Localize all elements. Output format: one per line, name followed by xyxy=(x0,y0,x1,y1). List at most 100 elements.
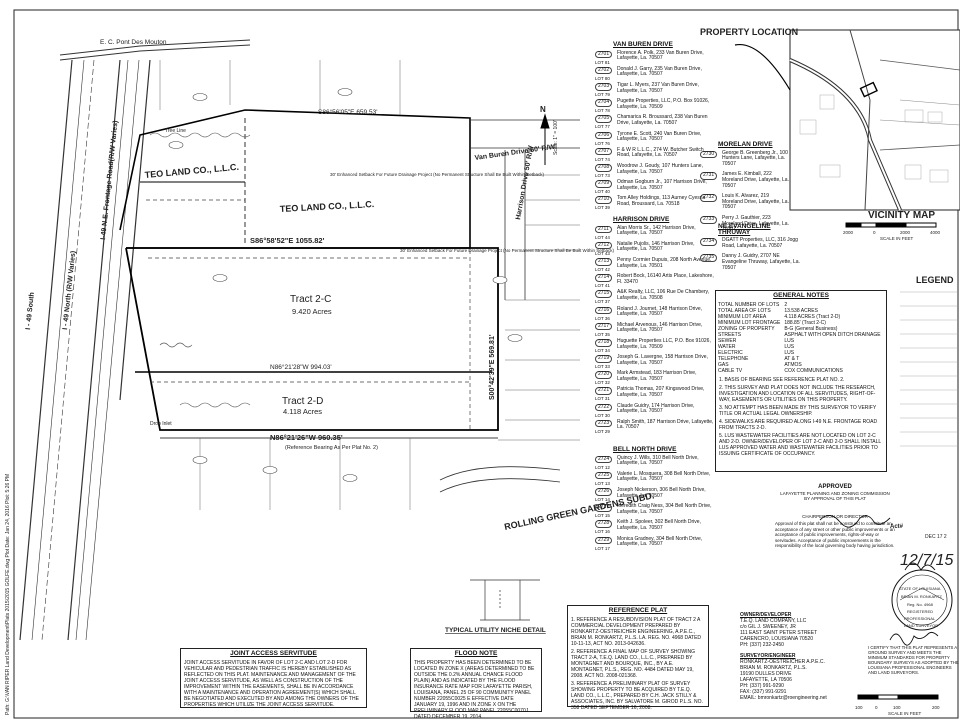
parcel-number-bubble: 2735 xyxy=(700,254,718,262)
teo-land-label-1: TEO LAND CO., L.L.C. xyxy=(144,162,239,180)
parcel-number-bubble: 2710 xyxy=(595,196,613,204)
parcel-number-bubble: 2714 xyxy=(595,274,613,282)
general-notes-key: SEWER xyxy=(718,338,737,344)
owner-info: Chamarica R. Broussard, 238 Van Buren Dr… xyxy=(617,114,708,126)
lot-number: LOT 37 xyxy=(595,299,610,305)
lot-number: LOT 32 xyxy=(595,380,610,386)
i49-south-label: I - 49 South xyxy=(25,292,36,330)
general-notes-key: STREETS xyxy=(718,332,742,338)
general-notes-key: ZONING OF PROPERTY xyxy=(718,326,775,332)
setback-note-1: 30' Enhanced Setback For Future Drainage… xyxy=(400,248,614,253)
handwritten-signatures xyxy=(819,515,939,646)
typical-niche-title: TYPICAL UTILITY NICHE DETAIL xyxy=(445,627,546,634)
owner-info: Danny J. Guidry, 2707 NE Evangeline Thru… xyxy=(722,253,800,271)
lot-number: LOT 29 xyxy=(595,428,610,434)
general-notes-value: B-G (General Business) xyxy=(784,326,838,332)
harrison-title: HARRISON DRIVE xyxy=(613,216,670,223)
parcel-number-bubble: 2709 xyxy=(595,180,613,188)
moreland-title: MORELAN DRIVE xyxy=(718,141,773,148)
reference-plat-item: 3. REFERENCE A PRELIMINARY PLAT OF SURVE… xyxy=(571,681,703,711)
lot-number: LOT 14 xyxy=(595,496,610,502)
owner-line: c/o GIL J. SWEENEY, JR xyxy=(740,624,796,630)
general-notes-key: WATER xyxy=(718,344,736,350)
teo-land-label-2: TEO LAND CO., L.L.C. xyxy=(280,199,375,214)
tract-2c-name: Tract 2-C xyxy=(290,294,331,305)
lot-number: LOT 35 xyxy=(595,331,610,337)
north-label: N xyxy=(540,105,546,114)
general-notes-row: WATER LUS xyxy=(716,344,883,350)
general-note-item: 5. LUS WASTEWATER FACILITIES ARE NOT LOC… xyxy=(719,433,881,457)
tract-2d-area: 4.118 Acres xyxy=(283,407,322,416)
sheet-border xyxy=(13,9,959,719)
general-notes-value: AT & T xyxy=(784,356,800,362)
general-notes-key: GAS xyxy=(718,362,729,368)
owner-info: Meredith Craig Ness, 304 Bell North Driv… xyxy=(617,503,712,515)
owner-info: Michael Arvenous, 146 Harrison Drive, La… xyxy=(617,321,703,334)
seal-surveyor: LAND SURVEYOR xyxy=(904,623,938,628)
owner-title: OWNER/DEVELOPER xyxy=(740,612,792,618)
parcel-number-bubble: 2722 xyxy=(595,403,613,412)
side-streets xyxy=(439,119,580,493)
van-buren-title: VAN BUREN DRIVE xyxy=(613,41,673,48)
lot-number: LOT 79 xyxy=(595,91,610,97)
approval-signer-title: CHAIRPERSON OR DIRECTOR xyxy=(802,513,868,519)
owner-info: Valerie L. Mosquera, 308 Bell North Driv… xyxy=(617,470,711,483)
owner-info: Tigar L. Myers, 237 Van Buren Drive, Laf… xyxy=(617,81,699,94)
owner-info: Robert Bock, 16140 Artis Place, Lakeshor… xyxy=(617,273,714,285)
general-notes-value: LUS xyxy=(784,338,795,344)
setback-lines xyxy=(146,199,471,430)
surveyor-line: PH: (337) 991-9290 xyxy=(740,683,784,689)
surveyor-title: SURVEYOR/ENGINEER xyxy=(740,653,796,659)
bottom-scale-tick-2: 100 xyxy=(893,705,901,710)
owner-info: James E. Kimball, 222 Moreland Drive, La… xyxy=(722,171,789,189)
owner-entry: 2735 Danny J. Guidry, 2707 NE Evangeline … xyxy=(700,254,800,271)
owner-line: CARENCRO, LOUISIANA 70520 xyxy=(740,636,814,642)
approval-line2: BY APPROVAL OF THIS PLAT xyxy=(804,496,866,501)
lot-number: LOT 77 xyxy=(595,124,610,130)
adjacent-lot-lines xyxy=(159,60,580,510)
general-notes-key: TELEPHONE xyxy=(718,356,749,362)
owner-line: 111 EAST SAINT PETER STREET xyxy=(740,630,818,636)
reference-plat-box: REFERENCE PLAT 1. REFERENCE A RESUBDIVIS… xyxy=(567,605,709,711)
seal-state: STATE OF LOUISIANA xyxy=(899,586,941,591)
frontage-road-label: I-49 N.E. Frontage Road(R/W Varies) xyxy=(100,120,119,240)
surveyor-line: EMAIL: bmronkartz@roengineering.net xyxy=(740,695,827,701)
reference-bearing-note: (Reference Bearing As Per Plat No. 2) xyxy=(285,445,378,451)
owner-info: DGATT Properties, LLC, 316 Jogg Road, La… xyxy=(722,237,798,249)
owner-info: Keith J. Spoleer, 302 Bell North Drive, … xyxy=(617,519,701,531)
flood-note-box: FLOOD NOTE THIS PROPERTY HAS BEEN DETERM… xyxy=(410,648,542,720)
general-notes-value: 13.538 ACRES xyxy=(784,308,818,314)
map-scale-tick-2: 2000 xyxy=(900,230,911,235)
parcel-number-bubble: 2707 xyxy=(595,147,613,156)
pont-des-mouton-road xyxy=(59,39,251,61)
lot-number: LOT 44 xyxy=(595,234,610,240)
tract-2d-name: Tract 2-D xyxy=(282,396,323,407)
bearing-right: S00°42'39"E 569.81' xyxy=(488,334,496,400)
seal-name: BRIAN M. RONKARTZ xyxy=(901,594,942,599)
general-note-item: 2. THIS SURVEY AND PLAT DOES NOT INCLUDE… xyxy=(719,385,876,403)
parcel-number-bubble: 2728 xyxy=(595,520,613,528)
lot-number: LOT 41 xyxy=(595,283,610,289)
parcel-number-bubble: 2731 xyxy=(700,172,718,180)
general-notes-key: MINIMUM LOT AREA xyxy=(718,314,767,320)
general-note-item: 1. BASIS OF BEARING SEE REFERENCE PLAT N… xyxy=(719,377,845,383)
general-notes-value: LUS xyxy=(784,344,795,350)
